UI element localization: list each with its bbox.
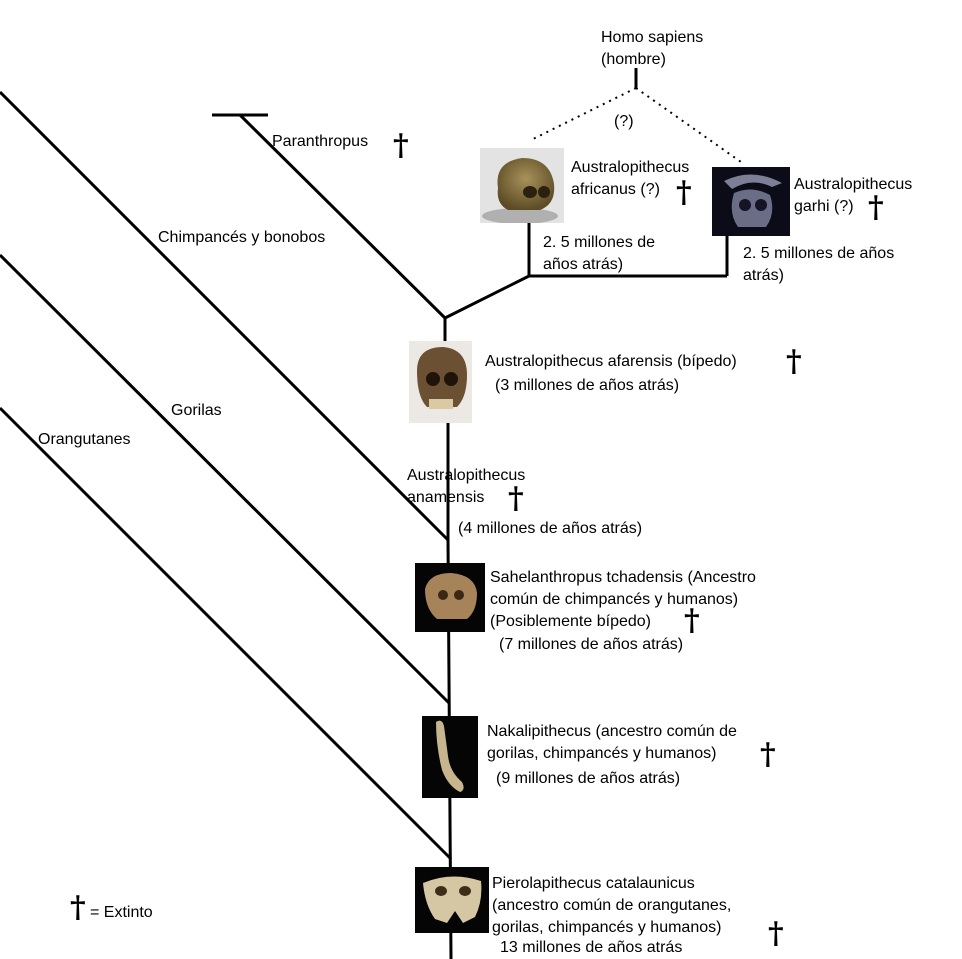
paranthropus-label: Paranthropus xyxy=(272,131,368,153)
africanus-extinct-mark: † xyxy=(676,178,692,208)
afarensis-skull-image xyxy=(409,341,472,423)
pierolapithecus-line3: gorilas, chimpancés y humanos) xyxy=(492,917,721,939)
africanus-age-line1: 2. 5 millones de xyxy=(543,232,655,254)
homo-sapiens-common-name: (hombre) xyxy=(601,49,666,71)
chimp-branch xyxy=(0,92,448,540)
nakalipithecus-age: (9 millones de años atrás) xyxy=(496,768,680,790)
pierolapithecus-fossil-drawing xyxy=(415,867,489,933)
sahelanthropus-skull-drawing xyxy=(415,563,485,632)
pierolapithecus-line2: (ancestro común de orangutanes, xyxy=(492,895,731,917)
gorilla-branch xyxy=(0,255,449,703)
afarensis-extinct-mark: † xyxy=(786,347,802,377)
anamensis-name-line2: anamensis xyxy=(407,487,484,509)
africanus-name-line2: africanus (?) xyxy=(571,179,660,201)
anamensis-age: (4 millones de años atrás) xyxy=(458,518,642,540)
africanus-name-line1: Australopithecus xyxy=(571,157,689,179)
paranthropus-extinct-mark: † xyxy=(393,131,409,161)
sahelanthropus-line2: común de chimpancés y humanos) xyxy=(490,589,738,611)
sahelanthropus-skull-image xyxy=(415,563,485,632)
gorillas-label: Gorilas xyxy=(171,400,222,422)
chimps-label: Chimpancés y bonobos xyxy=(158,227,325,249)
homo-dotted-right xyxy=(636,88,741,162)
pierolapithecus-age: 13 millones de años atrás xyxy=(500,937,682,959)
pierolapithecus-extinct-mark: † xyxy=(768,919,784,949)
nakalipithecus-fossil-image xyxy=(422,716,478,798)
sahelanthropus-age: (7 millones de años atrás) xyxy=(499,634,683,656)
legend-label: = Extinto xyxy=(90,902,153,924)
sahelanthropus-line3: (Posiblemente bípedo) xyxy=(490,611,651,633)
fork-branch xyxy=(445,276,529,318)
africanus-skull-drawing xyxy=(480,148,564,223)
garhi-age-line1: 2. 5 millones de años xyxy=(743,243,894,265)
garhi-extinct-mark: † xyxy=(868,193,884,223)
africanus-skull-image xyxy=(480,148,564,223)
pierolapithecus-fossil-image xyxy=(415,867,489,933)
nakalipithecus-fossil-drawing xyxy=(422,716,478,798)
afarensis-age: (3 millones de años atrás) xyxy=(495,375,679,397)
pierolapithecus-line1: Pierolapithecus catalaunicus xyxy=(492,873,695,895)
uncertain-mark: (?) xyxy=(614,111,634,133)
sahelanthropus-extinct-mark: † xyxy=(684,606,700,636)
nakalipithecus-line1: Nakalipithecus (ancestro común de xyxy=(487,721,737,743)
anamensis-extinct-mark: † xyxy=(508,484,524,514)
sahelanthropus-line1: Sahelanthropus tchadensis (Ancestro xyxy=(490,567,756,589)
garhi-age-line2: atrás) xyxy=(743,265,784,287)
orangutans-label: Orangutanes xyxy=(38,429,131,451)
garhi-skull-drawing xyxy=(712,167,790,236)
homo-sapiens-label: Homo sapiens xyxy=(601,27,703,49)
afarensis-skull-drawing xyxy=(409,341,472,423)
nakalipithecus-line2: gorilas, chimpancés y humanos) xyxy=(487,743,716,765)
garhi-name-line1: Australopithecus xyxy=(794,174,912,196)
garhi-name-line2: garhi (?) xyxy=(794,196,854,218)
africanus-age-line2: años atrás) xyxy=(543,254,623,276)
nakalipithecus-extinct-mark: † xyxy=(760,740,776,770)
afarensis-name: Australopithecus afarensis (bípedo) xyxy=(485,351,737,373)
legend-dagger-symbol: † xyxy=(70,893,86,923)
garhi-skull-image xyxy=(712,167,790,236)
